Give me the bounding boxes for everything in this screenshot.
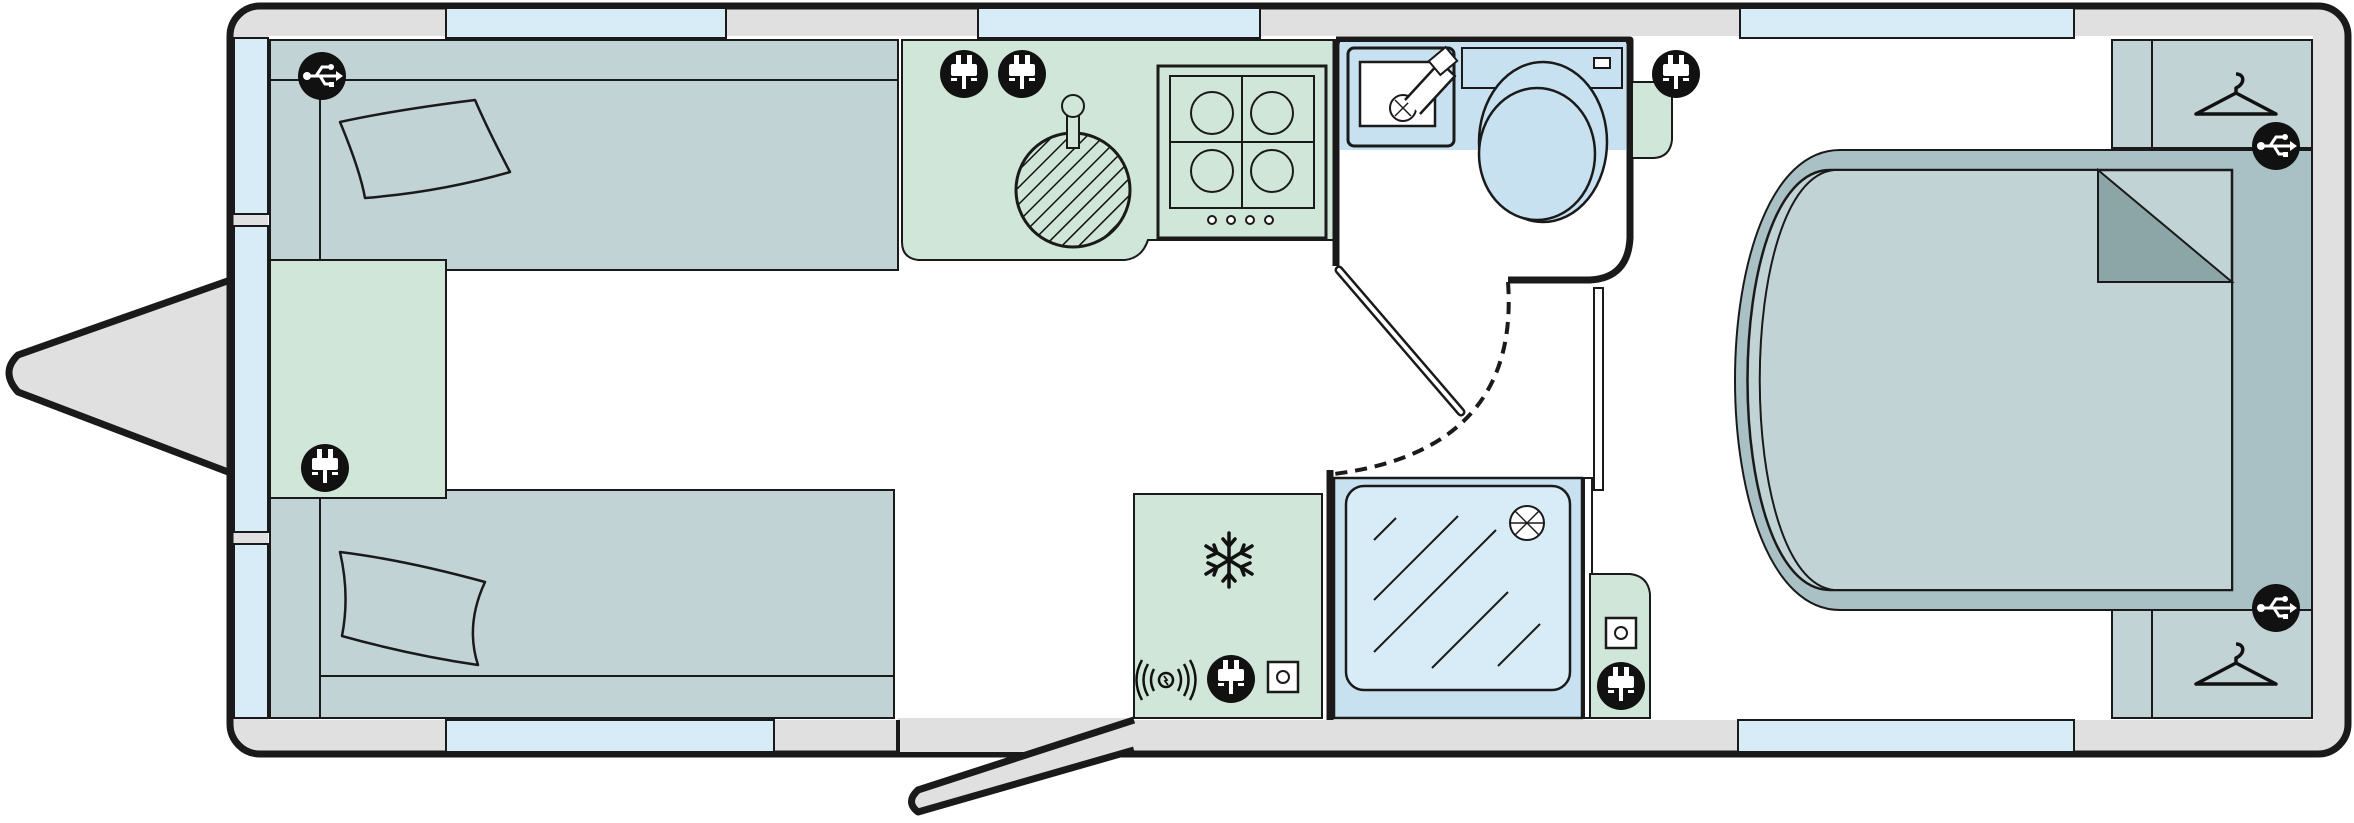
- window-top-2: [977, 7, 1261, 39]
- hob-knob: [1226, 215, 1236, 225]
- hob-burner-icon: [1190, 149, 1234, 193]
- island-bed: [1734, 149, 2313, 611]
- hob-knob: [1207, 215, 1217, 225]
- hob-burner-icon: [1190, 91, 1234, 135]
- window-top-3: [1739, 7, 2075, 39]
- window-front-mid: [233, 225, 269, 533]
- sink-bowl: [1014, 94, 1132, 249]
- pillow: [338, 550, 487, 667]
- usb-socket-icon: [2250, 120, 2302, 172]
- duvet-fold: [2097, 167, 2235, 283]
- mains-socket-icon: [1207, 655, 1255, 703]
- mains-socket-icon: [301, 444, 349, 492]
- snowflake-icon: [1204, 531, 1254, 589]
- entrance-door: [896, 716, 1136, 816]
- usb-socket-icon: [296, 50, 348, 102]
- tv-aerial-point: [1266, 660, 1300, 694]
- window-bottom-2: [1737, 719, 2075, 753]
- hob: [1156, 64, 1328, 240]
- mains-socket-icon: [998, 50, 1046, 98]
- shower-drain-icon: [1509, 505, 1545, 541]
- pillow: [338, 98, 512, 200]
- window-front-bottom: [233, 543, 269, 719]
- wall-cabinet: [1631, 81, 1673, 159]
- mains-socket-icon: [1652, 50, 1700, 98]
- mains-socket-icon: [940, 50, 988, 98]
- mains-socket-icon: [1597, 662, 1645, 710]
- window-front-top: [233, 37, 269, 215]
- usb-socket-icon: [2250, 582, 2302, 634]
- a-frame: [5, 274, 240, 479]
- front-bunk-upper: [269, 39, 899, 271]
- washroom-door: [1333, 265, 1511, 476]
- hob-burner-icon: [1250, 91, 1294, 135]
- toilet: [1461, 47, 1623, 224]
- wireless-charging-icon: [1135, 659, 1197, 701]
- front-cabinet: [269, 259, 447, 499]
- washroom: [1332, 36, 1673, 476]
- hob-knob: [1264, 215, 1274, 225]
- window-bottom-1: [445, 719, 775, 753]
- window-top-1: [445, 7, 727, 39]
- hob-knob: [1245, 215, 1255, 225]
- front-bunk-lower: [269, 489, 895, 719]
- windows: [233, 7, 2075, 753]
- shower-tray: [1326, 287, 1604, 720]
- washbasin: [1346, 45, 1459, 148]
- hob-burner-icon: [1250, 149, 1294, 193]
